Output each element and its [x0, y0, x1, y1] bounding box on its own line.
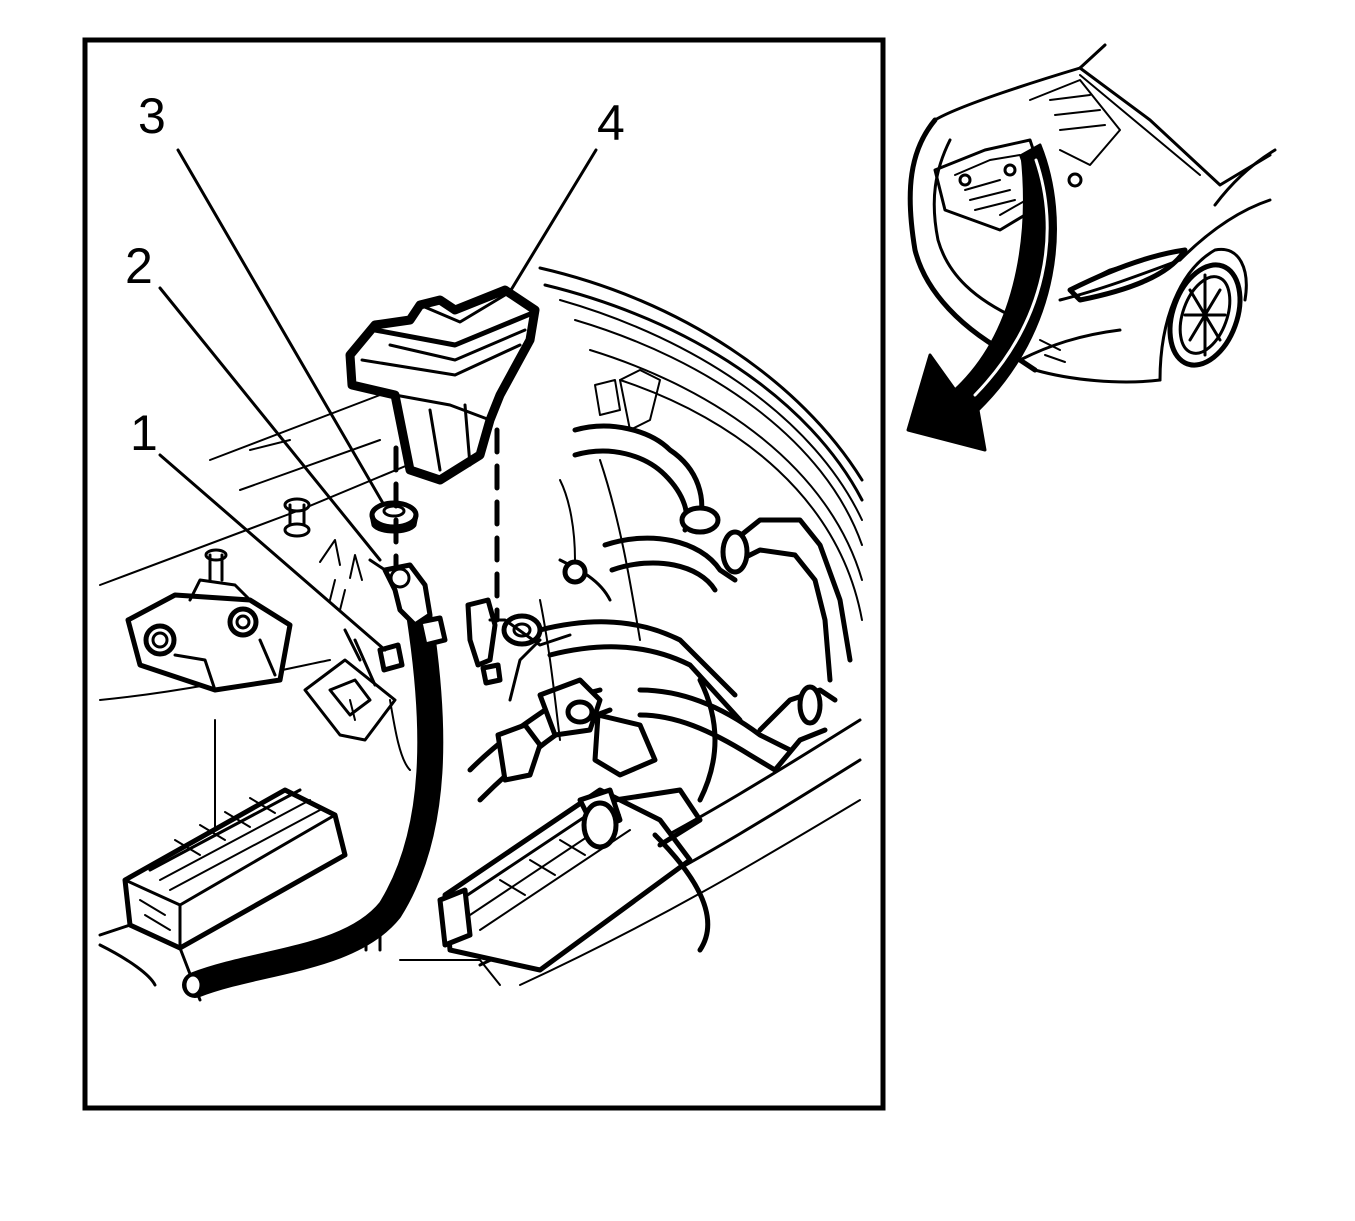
callout-3: 3 [138, 88, 166, 144]
battery-post [465, 597, 572, 686]
leader-line-4 [506, 148, 598, 297]
leader-line-2 [158, 286, 382, 562]
wiring-harness [467, 558, 658, 803]
location-arrow-icon [906, 143, 1057, 452]
engine-bay-drawing: 1 2 3 4 [98, 88, 864, 1002]
car-front-view-icon [907, 43, 1277, 384]
item-4-terminal-cover [345, 285, 540, 485]
wheel-icon [1158, 247, 1248, 382]
callout-4: 4 [597, 95, 625, 151]
coolant-hoses [537, 423, 853, 803]
lower-module [399, 787, 711, 986]
mount-bracket [125, 578, 293, 693]
stud [283, 497, 311, 538]
callout-1: 1 [130, 405, 158, 461]
item-2-battery-cable [182, 558, 448, 998]
leader-line-3 [176, 148, 386, 507]
callout-2: 2 [125, 238, 153, 294]
item-1-stud [303, 628, 411, 771]
stud [204, 548, 228, 582]
leader-line-1 [158, 453, 387, 652]
